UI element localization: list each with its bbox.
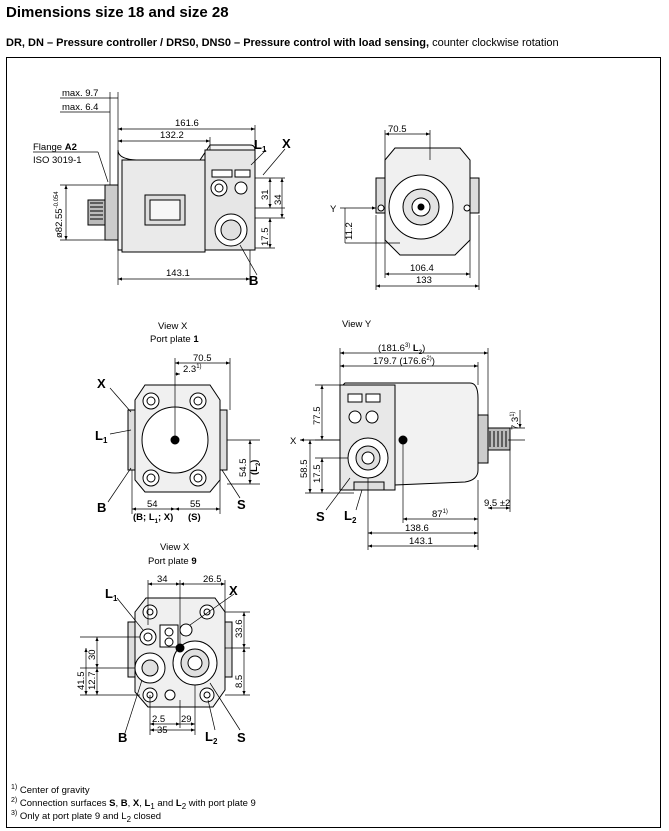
dim-max-9-7: max. 9.7 (62, 88, 98, 99)
side-view-labels: max. 9.7 max. 6.4 161.6 132.2 143.1 Flan… (33, 88, 291, 288)
dim-138-6: 138.6 (405, 523, 429, 534)
dim-54-5: 54.5 (238, 459, 249, 478)
caption-view-x-9: View X (160, 542, 190, 553)
caption-view-x-1: View X (158, 321, 188, 332)
dim-132-2: 132.2 (160, 130, 184, 141)
dim-35: 35 (157, 725, 168, 736)
side-view-dims (33, 92, 286, 285)
dim-12-7: 12.7 (87, 672, 98, 691)
front-view (375, 147, 480, 256)
flange-iso: ISO 3019-1 (33, 155, 82, 166)
subtitle-bold: DR, DN – Pressure controller / DRS0, DNS… (6, 37, 430, 49)
dim-54: 54 (147, 499, 158, 510)
dim-54-5-note: (L2) (249, 460, 262, 475)
dim-54-ports: (B; L1; X) (133, 512, 173, 525)
dim-8-5: 8.5 (234, 675, 245, 688)
side-view (87, 144, 256, 253)
label-y: Y (330, 204, 337, 215)
page-subtitle: DR, DN – Pressure controller / DRS0, DNS… (6, 37, 559, 49)
dim-26-5: 26.5 (203, 574, 222, 585)
label-s-x9: S (237, 730, 246, 745)
view-x-9-port-l1 (139, 628, 157, 646)
caption-plate-1: Port plate 1 (150, 334, 199, 345)
footnote-2: 2) Connection surfaces S, B, X, L1 and L… (11, 797, 256, 812)
label-x-x9: X (229, 583, 238, 598)
dim-33-6: 33.6 (234, 620, 245, 639)
dim-31: 31 (260, 189, 271, 200)
label-s-x1: S (237, 497, 246, 512)
dim-41-5: 41.5 (76, 672, 87, 691)
dim-55: 55 (190, 499, 201, 510)
dim-87: 871) (432, 509, 448, 520)
view-x-9-labels: 34 26.5 33.6 8.5 41.5 30 12.7 2.5 29 35 … (76, 574, 246, 746)
label-b: B (249, 273, 258, 288)
drawing-frame (6, 57, 661, 828)
label-l1-x9: L1 (105, 586, 118, 603)
dim-70-5-front: 70.5 (388, 124, 407, 135)
view-y (339, 382, 511, 491)
dim-17-5: 17.5 (260, 228, 271, 247)
label-l2-x9: L2 (205, 729, 218, 746)
caption-view-y: View Y (342, 319, 372, 330)
view-x-9 (127, 597, 233, 708)
front-view-labels: 70.5 106.4 133 11.2 Y (330, 124, 434, 286)
view-y-labels: (181.63) L2) 179.7 (176.62)) 77.5 58.5 1… (290, 343, 521, 547)
dim-diameter: ø82.55-0.054 (54, 191, 65, 238)
label-b-x9: B (118, 730, 127, 745)
label-l2-y: L2 (344, 508, 357, 525)
dim-11-2: 11.2 (344, 222, 355, 240)
dim-9-5: 9.5 ±2 (484, 498, 510, 509)
dim-2-3: 2.31) (183, 364, 202, 375)
dim-106-4: 106.4 (410, 263, 434, 274)
dim-max-6-4: max. 6.4 (62, 102, 98, 113)
dim-161-6: 161.6 (175, 118, 199, 129)
dim-2-5: 2.5 (152, 714, 165, 725)
dim-58-5: 58.5 (299, 460, 310, 479)
label-x-y: X (290, 436, 297, 447)
footnote-1: 1) Center of gravity (11, 784, 90, 797)
flange-label: Flange A2 (33, 142, 77, 153)
dim-29: 29 (181, 714, 192, 725)
caption-plate-9: Port plate 9 (148, 556, 197, 567)
dim-70-5-x1: 70.5 (193, 353, 212, 364)
view-x-1-dims (107, 358, 260, 514)
label-l1-x1: L1 (95, 428, 108, 445)
dim-30: 30 (87, 649, 98, 660)
label-b-x1: B (97, 500, 106, 515)
view-x-9-caption: View X Port plate 9 (148, 542, 197, 567)
dim-7-3: 7.31) (510, 411, 521, 430)
view-x-1-caption: View X Port plate 1 (150, 321, 199, 345)
dim-17-5-y: 17.5 (312, 465, 323, 484)
view-y-dims (300, 348, 525, 550)
label-s-y: S (316, 509, 325, 524)
view-x-1-labels: 70.5 2.31) 54 55 (B; L1; X) (S) 54.5 (L2… (95, 353, 262, 525)
dim-179-7: 179.7 (176.62)) (373, 356, 435, 367)
dim-34: 34 (273, 194, 284, 205)
label-l1: L1 (254, 137, 267, 154)
view-x-1 (127, 384, 228, 493)
dim-143-1-y: 143.1 (409, 536, 433, 547)
front-view-dims (340, 130, 480, 290)
label-x-x1: X (97, 376, 106, 391)
dim-77-5: 77.5 (312, 407, 323, 426)
dim-34-x9: 34 (157, 574, 168, 585)
dim-55-ports: (S) (188, 512, 201, 523)
label-x: X (282, 136, 291, 151)
view-x-9-dims (80, 580, 250, 735)
subtitle-rest: counter clockwise rotation (429, 37, 559, 49)
dim-143-1: 143.1 (166, 268, 190, 279)
flange (104, 184, 119, 241)
dim-133: 133 (416, 275, 432, 286)
dim-181-6: (181.63) L2) (378, 343, 425, 356)
page-title: Dimensions size 18 and size 28 (6, 4, 229, 21)
drive-shaft (87, 199, 106, 226)
view-y-shaft (487, 427, 511, 451)
footnote-3: 3) Only at port plate 9 and L2 closed (11, 810, 162, 825)
